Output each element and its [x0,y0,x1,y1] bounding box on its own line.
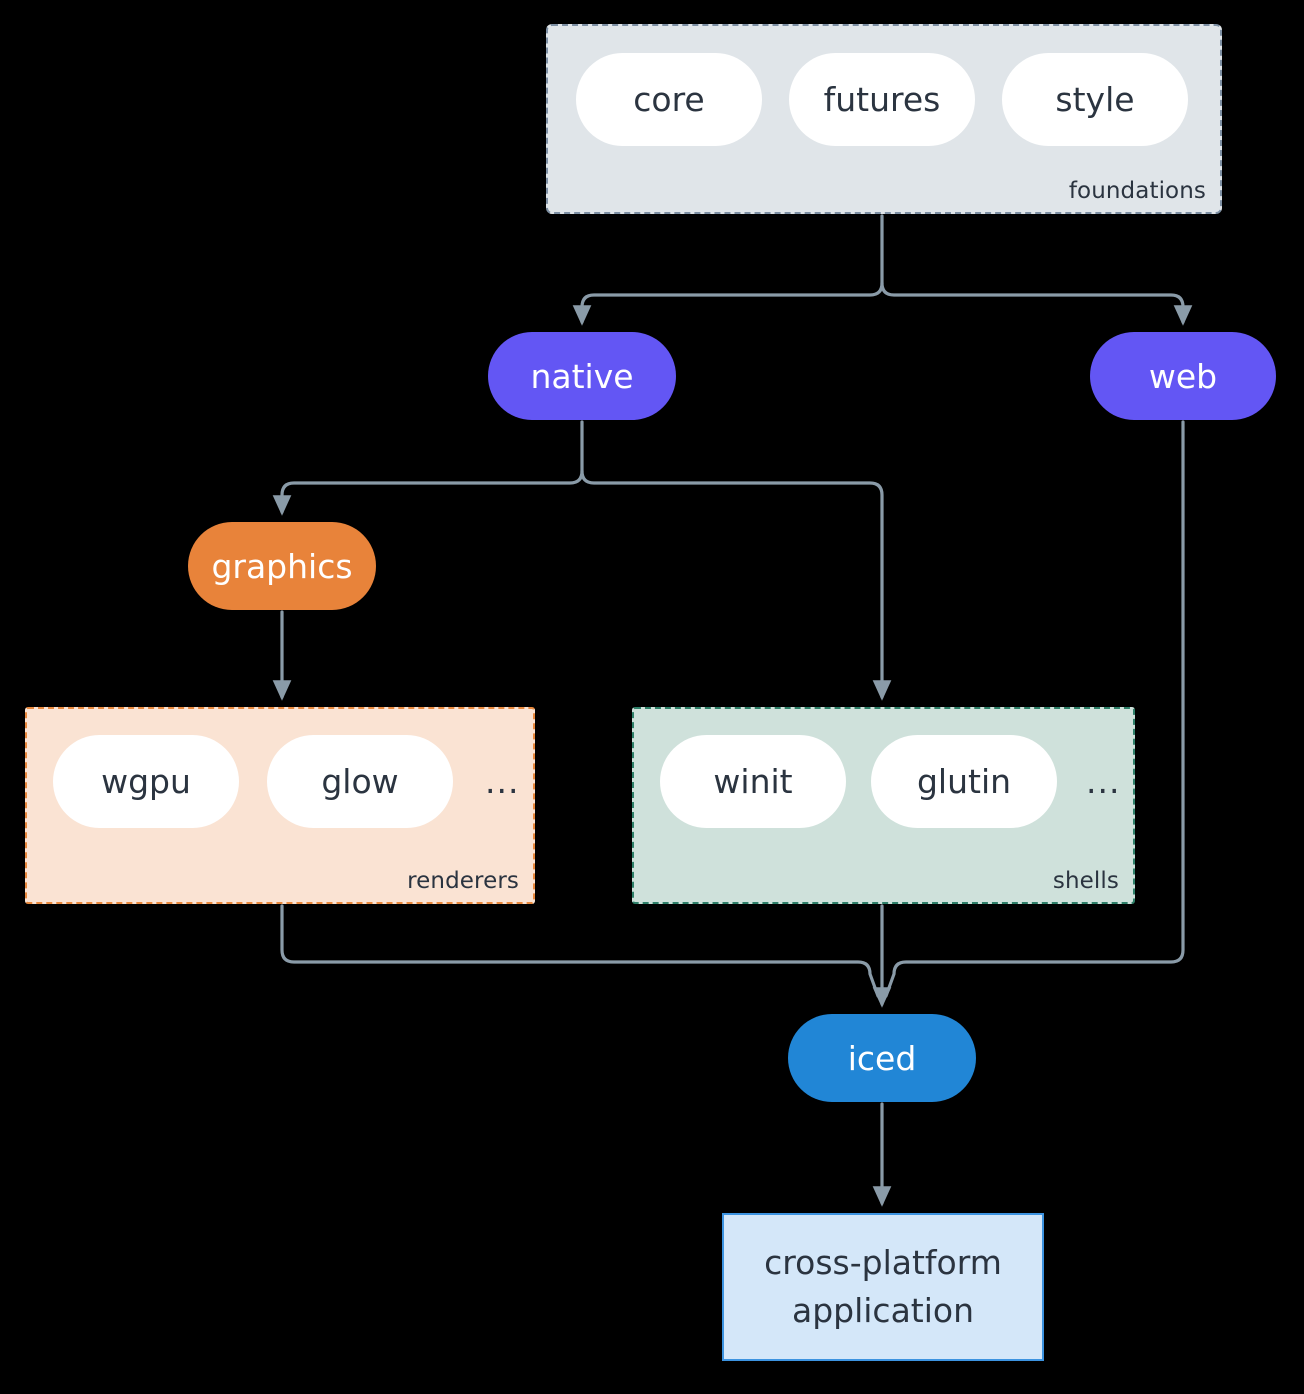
node-futures[interactable]: futures [789,53,975,146]
node-glow[interactable]: glow [267,735,453,828]
edge-foundations-native [572,214,884,326]
node-winit-label: winit [713,762,793,801]
node-core-label: core [633,80,705,119]
node-style-label: style [1055,80,1135,119]
node-native[interactable]: native [488,332,676,420]
edge-renderers-iced [280,904,880,998]
edge-foundations-web [880,281,1193,326]
node-graphics[interactable]: graphics [188,522,376,610]
node-iced[interactable]: iced [788,1014,976,1102]
node-winit[interactable]: winit [660,735,846,828]
node-web-label: web [1148,356,1218,396]
node-app-label-line1: cross-platform [764,1243,1002,1283]
renderers-more-ellipsis: ... [485,762,520,801]
group-renderers: wgpu glow ... renderers [25,707,535,904]
shells-more-ellipsis: ... [1086,762,1121,801]
group-shells-label: shells [1052,868,1119,894]
node-iced-label: iced [847,1038,917,1078]
group-renderers-label: renderers [407,868,519,894]
node-glutin-label: glutin [916,762,1012,801]
foundations-items: core futures style [576,53,1188,146]
node-web[interactable]: web [1090,332,1276,420]
node-core[interactable]: core [576,53,762,146]
node-glow-label: glow [321,762,399,801]
edge-native-graphics [272,420,584,516]
node-wgpu[interactable]: wgpu [53,735,239,828]
node-app-label-line2: application [791,1291,975,1330]
group-shells: winit glutin ... shells [632,707,1135,904]
node-cross-platform-application[interactable]: cross-platform application [722,1213,1044,1361]
group-foundations-label: foundations [1068,178,1206,204]
renderers-items: wgpu glow ... [53,735,519,828]
node-glutin[interactable]: glutin [871,735,1057,828]
group-foundations: core futures style foundations [546,24,1222,214]
shells-items: winit glutin ... [660,735,1120,828]
node-graphics-label: graphics [211,546,353,586]
node-style[interactable]: style [1002,53,1188,146]
edge-native-shells [580,469,892,701]
node-wgpu-label: wgpu [101,762,191,801]
node-futures-label: futures [823,80,941,119]
node-native-label: native [530,356,634,396]
